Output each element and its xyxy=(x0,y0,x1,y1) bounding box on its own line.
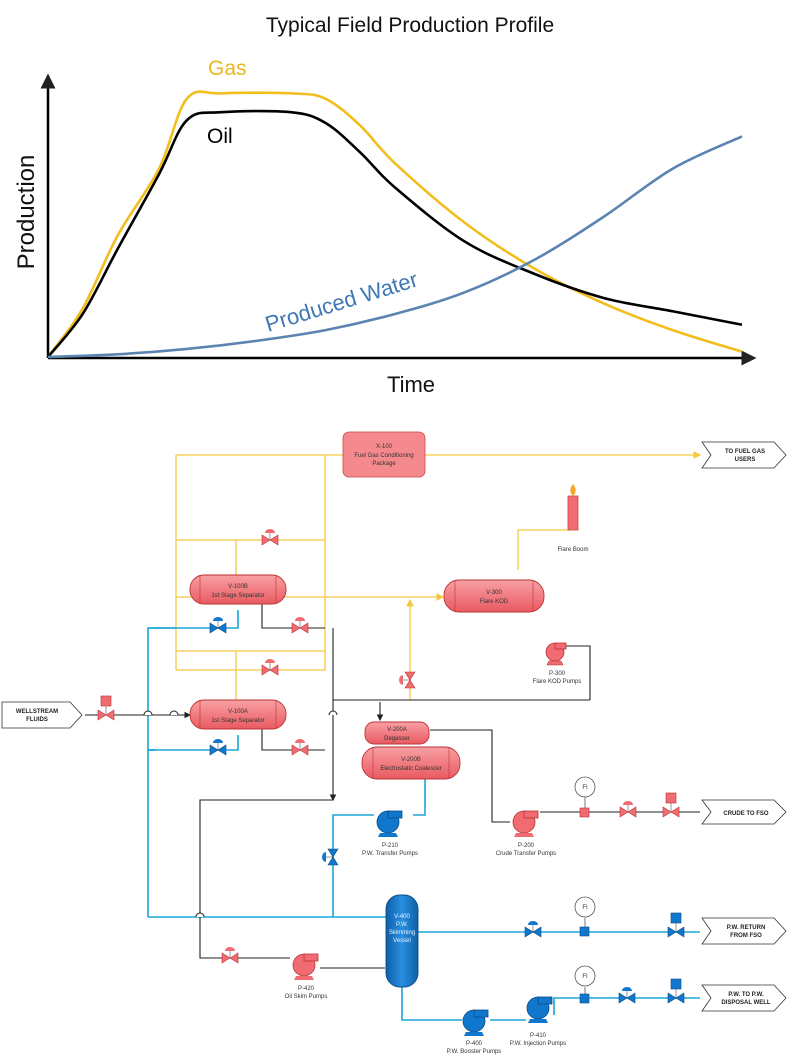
pw-disposal-connector[interactable]: P.W. TO P.W. DISPOSAL WELL xyxy=(701,984,787,1012)
valve-pw-transfer[interactable] xyxy=(322,848,339,866)
valve-pw-return-2[interactable] xyxy=(667,912,685,938)
x-axis-label: Time xyxy=(387,372,435,397)
pw-disposal-line2: DISPOSAL WELL xyxy=(721,1000,771,1006)
series-line-gas xyxy=(46,90,743,358)
y-axis-label: Production xyxy=(13,155,40,270)
v100a-tag: V-100A xyxy=(228,709,248,715)
v400-line3: Vessel xyxy=(393,938,411,944)
v200b-tag: V-200B xyxy=(401,757,421,763)
p420-tag: P-420 xyxy=(298,986,315,992)
x100-line2: Package xyxy=(372,461,396,467)
p200-pump[interactable]: P-200 Crude Transfer Pumps xyxy=(496,810,556,857)
p410-pump[interactable]: P-410 P.W. Injection Pumps xyxy=(510,996,566,1047)
water-piping xyxy=(147,610,700,1021)
x100-line1: Fuel Gas Conditioning xyxy=(354,453,413,459)
flow-indicator-pw-disposal[interactable]: FI xyxy=(574,965,596,1004)
p300-pump[interactable]: P-300 Flare KOD Pumps xyxy=(533,642,582,685)
fuel-gas-users-line2: USERS xyxy=(735,457,756,463)
valve-v100b-oil[interactable] xyxy=(291,617,309,634)
p200-name: Crude Transfer Pumps xyxy=(496,851,556,857)
p210-name: P.W. Transfer Pumps xyxy=(362,851,418,857)
p210-tag: P-210 xyxy=(382,843,399,849)
valve-v100a-oil[interactable] xyxy=(291,739,309,756)
fuel-gas-users-line1: TO FUEL GAS xyxy=(725,449,765,455)
v400-tag: V-400 xyxy=(394,914,410,920)
pw-return-line1: P.W. RETURN xyxy=(727,925,766,931)
series-line-oil xyxy=(46,109,743,358)
valve-wellstream-inlet[interactable] xyxy=(97,695,115,721)
p400-name: P.W. Booster Pumps xyxy=(447,1049,502,1055)
valve-crude-1[interactable] xyxy=(619,801,637,818)
flow-indicator-crude[interactable]: FI xyxy=(574,776,596,818)
pw-return-connector[interactable]: P.W. RETURN FROM FSO xyxy=(701,917,787,945)
v200a-vessel[interactable]: V-200A Degasser xyxy=(364,721,430,745)
series-line-produced-water xyxy=(47,135,743,359)
valve-pw-disposal-1[interactable] xyxy=(618,987,636,1004)
v100a-name: 1st Stage Separator xyxy=(211,718,264,724)
p400-tag: P-400 xyxy=(466,1041,483,1047)
v100b-name: 1st Stage Separator xyxy=(211,593,264,599)
valve-v100a-water[interactable] xyxy=(209,739,227,756)
flow-indicator-pw-return[interactable]: FI xyxy=(574,896,596,937)
valve-pw-return-1[interactable] xyxy=(524,921,542,938)
valve-gas-mid[interactable] xyxy=(261,659,279,676)
p420-name: Oil Skim Pumps xyxy=(285,994,328,1000)
x100-tag: X-100 xyxy=(376,444,393,450)
p200-tag: P-200 xyxy=(518,843,535,849)
v200a-tag: V-200A xyxy=(387,727,407,733)
production-chart: Typical Field Production Profile Product… xyxy=(13,14,757,397)
flare-boom-label: Flare Boom xyxy=(557,547,588,553)
gas-piping xyxy=(175,451,702,700)
valve-degasser-gas[interactable] xyxy=(399,671,416,689)
v200a-name: Degasser xyxy=(384,736,410,742)
pw-disposal-line1: P.W. TO P.W. xyxy=(728,992,764,998)
valves xyxy=(97,529,685,1004)
fuel-gas-users-connector[interactable]: TO FUEL GAS USERS xyxy=(701,441,787,469)
crude-fso-connector[interactable]: CRUDE TO FSO xyxy=(701,799,787,825)
p410-tag: P-410 xyxy=(530,1033,547,1039)
flame-icon xyxy=(570,484,576,496)
v100b-vessel[interactable]: V-100B 1st Stage Separator xyxy=(189,574,287,605)
wellstream-line1: WELLSTREAM xyxy=(16,709,58,715)
flare-boom[interactable]: Flare Boom xyxy=(557,484,589,553)
v300-tag: V-300 xyxy=(486,590,502,596)
chart-title: Typical Field Production Profile xyxy=(266,14,554,37)
crude-fso-label: CRUDE TO FSO xyxy=(723,811,769,817)
fi-pw-return-label: FI xyxy=(582,905,588,911)
fi-crude-label: FI xyxy=(582,785,588,791)
v400-line2: Skimming xyxy=(389,930,415,936)
valve-oil-skim[interactable] xyxy=(221,947,239,964)
v100b-tag: V-100B xyxy=(228,584,248,590)
series-label-gas: Gas xyxy=(208,57,247,80)
valve-v100b-water[interactable] xyxy=(209,617,227,634)
v300-name: Flare KOD xyxy=(480,599,509,605)
pw-return-line2: FROM FSO xyxy=(730,933,762,939)
line-crossovers xyxy=(143,710,338,918)
p410-name: P.W. Injection Pumps xyxy=(510,1041,566,1047)
p300-tag: P-300 xyxy=(549,671,566,677)
p210-pump[interactable]: P-210 P.W. Transfer Pumps xyxy=(362,810,418,857)
x100-package[interactable]: X-100 Fuel Gas Conditioning Package xyxy=(342,431,426,478)
p300-name: Flare KOD Pumps xyxy=(533,679,582,685)
v200b-name: Electrostatic Coalescer xyxy=(380,766,441,772)
fi-pw-disposal-label: FI xyxy=(582,974,588,980)
wellstream-line2: FLUIDS xyxy=(26,717,48,723)
v400-vessel[interactable]: V-400 P.W. Skimming Vessel xyxy=(385,894,419,988)
v300-vessel[interactable]: V-300 Flare KOD xyxy=(443,579,545,613)
p400-pump[interactable]: P-400 P.W. Booster Pumps xyxy=(447,1009,502,1055)
valve-pw-disposal-2[interactable] xyxy=(667,978,685,1004)
v400-line1: P.W. xyxy=(396,922,408,928)
series-label-oil: Oil xyxy=(207,125,233,148)
wellstream-connector[interactable]: WELLSTREAM FLUIDS xyxy=(1,701,83,729)
v200b-vessel[interactable]: V-200B Electrostatic Coalescer xyxy=(361,746,461,780)
valve-crude-2[interactable] xyxy=(662,792,680,818)
v100a-vessel[interactable]: V-100A 1st Stage Separator xyxy=(189,699,287,730)
p420-pump[interactable]: P-420 Oil Skim Pumps xyxy=(285,953,328,1000)
valve-gas-top[interactable] xyxy=(261,529,279,546)
series-layer xyxy=(46,90,743,359)
